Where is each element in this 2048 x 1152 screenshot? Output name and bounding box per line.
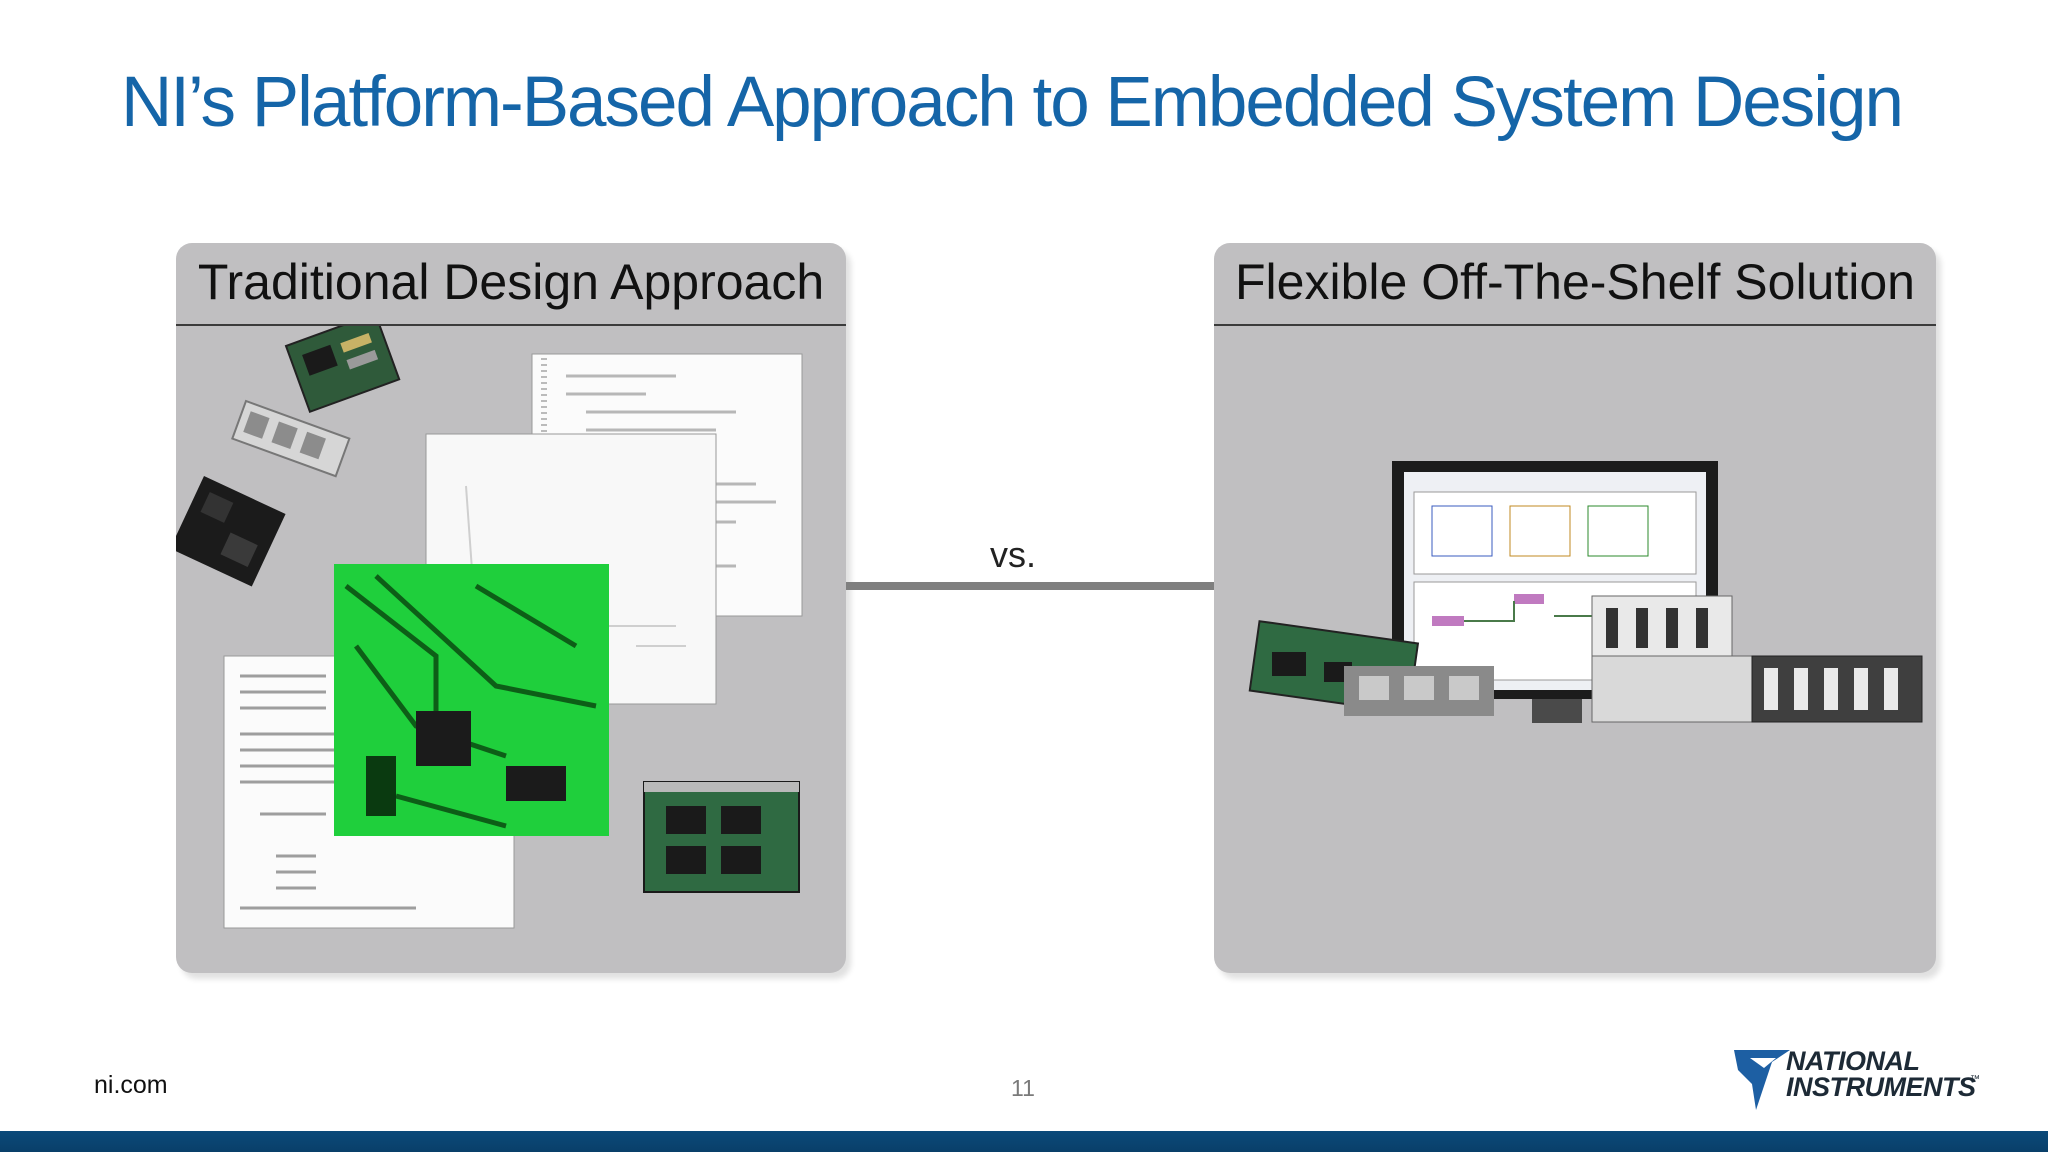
logo-line-instruments: INSTRUMENTS (1786, 1072, 1976, 1102)
green-pcb-image (334, 564, 609, 836)
page-number: 11 (1011, 1075, 1035, 1101)
modular-chassis-image (1591, 595, 1923, 723)
embedded-controller-image (1344, 666, 1494, 716)
off-the-shelf-panel: Flexible Off-The-Shelf Solution (1214, 243, 1936, 973)
connector-board-image (231, 399, 351, 478)
vs-label: vs. (990, 534, 1037, 575)
circuit-board-image (284, 326, 401, 414)
national-instruments-logo: NATIONAL INSTRUMENTS ™ (1732, 1044, 1980, 1110)
traditional-design-panel: Traditional Design Approach (176, 243, 846, 973)
black-board-image (176, 476, 286, 587)
ni-hardware-collage (1248, 461, 1923, 723)
logo-trademark: ™ (1970, 1074, 1980, 1085)
traditional-design-collage (176, 326, 803, 929)
comparison-connector-line (846, 582, 1214, 590)
embedded-board-image (643, 781, 800, 893)
footer-website: ni.com (94, 1071, 168, 1099)
footer-bar (0, 1131, 2048, 1152)
off-the-shelf-header: Flexible Off-The-Shelf Solution (1214, 243, 1936, 326)
slide-title: NI’s Platform-Based Approach to Embedded… (121, 63, 1904, 142)
logo-line-national: NATIONAL (1786, 1046, 1920, 1076)
traditional-design-header: Traditional Design Approach (176, 243, 846, 326)
ni-eagle-icon (1734, 1050, 1790, 1110)
